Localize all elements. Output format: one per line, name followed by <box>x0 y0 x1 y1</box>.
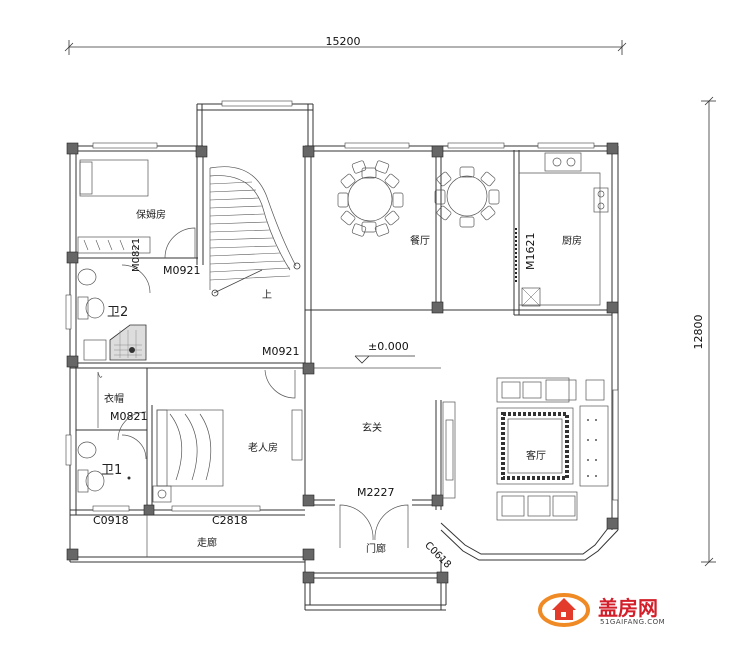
top-dimension-label: 15200 <box>326 35 361 48</box>
wc2-fixtures <box>77 268 147 361</box>
site-logo[interactable]: 盖房网 51GAIFANG.COM <box>538 586 688 632</box>
elderly-door-swing <box>264 369 296 399</box>
house-logo-icon <box>538 593 590 627</box>
top-dimension <box>64 40 627 55</box>
nanny-wardrobe <box>77 236 151 254</box>
logo-name: 盖房网 <box>598 596 658 620</box>
right-dimension <box>701 96 716 567</box>
staircase <box>209 166 301 297</box>
wardrobe-fixtures <box>97 371 103 428</box>
wc2-door-swing <box>121 264 151 294</box>
logo-url: 51GAIFANG.COM <box>600 618 666 626</box>
nanny-bed <box>79 159 149 197</box>
shoe-cabinet <box>442 401 456 499</box>
elderly-tv-cabinet <box>291 409 303 461</box>
entry-doors <box>339 504 409 548</box>
stairs-up-label: 上 <box>262 289 272 301</box>
right-dimension-label: 12800 <box>692 315 705 350</box>
wc1-door-swing <box>121 434 147 460</box>
elderly-bed <box>152 409 224 503</box>
level-marker <box>354 355 415 364</box>
kitchen-counter <box>519 152 609 307</box>
interior-walls <box>70 150 612 510</box>
living-sofa-set <box>496 377 609 521</box>
dining-table-1 <box>337 160 404 237</box>
wc1-fixtures <box>77 441 131 493</box>
windows <box>65 142 619 512</box>
dining-table-2 <box>434 166 500 228</box>
exterior-walls <box>69 100 619 611</box>
nanny-door-swing <box>164 227 196 259</box>
structural-columns <box>66 142 619 584</box>
wardrobe-door-swing <box>117 411 147 441</box>
